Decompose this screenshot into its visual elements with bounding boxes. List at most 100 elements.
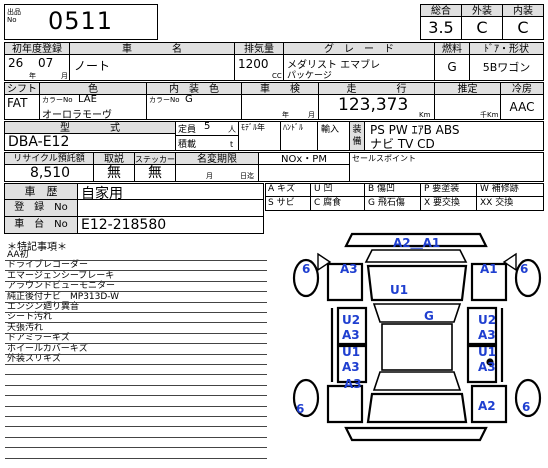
cc-value: 1200 [238,57,269,71]
legend-item: P 要塗装 [421,183,477,197]
legend-item: W 補修跡 [477,183,544,197]
reg-month-unit: 月 [61,72,68,80]
sales-point-label: セールスポイント [352,154,416,163]
legend-item: U 凹 [311,183,365,197]
chassis-label: 車 台 No [4,216,78,234]
ruled-line [5,353,267,355]
equipment-cell [364,121,544,151]
damage-diagram [292,232,542,442]
note-item: シート汚れ [7,312,53,323]
ruled-line [5,405,267,407]
manual-value: 無 [93,164,135,182]
ruled-line [5,364,267,365]
ruled-line [5,457,267,459]
model-value: DBA-E12 [8,134,70,150]
grade-line2: パッケージ [287,71,332,81]
legend-item: B 傷凹 [365,183,421,197]
mark-wheel-fr: 6 [520,262,529,276]
reg-month: 07 [38,56,54,70]
ruled-line [5,416,267,417]
note-item: アラウンドビューモニター [7,281,116,292]
capacity-label: 定員 [178,125,197,135]
legend-item: X 要交換 [421,197,477,211]
color-no: LAE [78,94,97,105]
ruled-line [5,436,267,438]
ruled-line [5,447,267,449]
legend-item: A キズ [265,183,311,197]
note-item: エンジン廻り異音 [7,302,80,313]
chassis-cell [77,216,264,234]
mark-wheel-fl: 6 [302,262,311,276]
cooling-value: AAC [500,94,544,120]
reg-no-label: 登 録 No [4,199,78,217]
interior-color-no-label: カラーNo [149,96,180,104]
note-item: エマージェンシーブレーキ [7,270,115,281]
chassis-value: E12-218580 [81,217,167,233]
ruled-line [5,426,267,428]
modelyear-label: ﾓﾃﾞﾙ年 [241,123,265,132]
mark-front-left-door: U2 [342,313,361,327]
mileage-value: 123,373 [338,95,409,115]
car-name: ノート [74,59,111,73]
legend-item: S サビ [265,197,311,211]
ruled-line [5,384,267,386]
lot-number: 0511 [48,7,114,35]
load-unit: t [230,140,234,149]
note-item: 天張汚れ [7,322,44,333]
ruled-line [5,280,267,282]
reg-no-cell [77,199,264,217]
shift-value: FAT [7,96,28,110]
mark-front-bumper: A2＿A1 [393,236,441,250]
score-value: 3.5 [420,16,462,40]
capacity-value: 5 [204,121,211,132]
nox-cell [258,164,350,182]
mark-front-right-door-b: A3 [478,328,496,342]
lot-number-box [4,4,158,40]
insp-year-unit: 年 [282,111,289,119]
ruled-line [5,374,267,376]
mark-wheel-rl: 6 [296,402,305,416]
estimate-unit: 千Km [480,111,499,119]
recycle-value: 8,510 [30,165,71,181]
km-unit: Km [419,111,431,119]
equipment-label-1: 装 [352,125,362,135]
exterior-grade: C [461,16,503,40]
mark-roof: G [424,309,434,323]
equipment-line2: ナビ TV CD [370,137,435,151]
legend-item: G 飛石傷 [365,197,421,211]
handle-label: ﾊﾝﾄﾞﾙ [283,123,303,132]
doors-value: 5Bワゴン [469,54,544,81]
note-item: AA初 [7,250,29,260]
mark-rear-right-door-b: A3 [478,360,496,374]
note-item: ドアミラーキズ [7,333,70,344]
grade-line1: メダリスト エマブレ [287,60,381,71]
mark-front-right-fender: A1 [480,262,498,276]
mark-rear-left-door: U1 [342,345,361,359]
deadline-day-unit: 日迄 [240,172,254,180]
color-no-label: カラーNo [42,96,73,104]
ruled-line [5,291,267,293]
mark-rear-right-door: U1 [478,345,497,359]
fuel-value: G [434,54,470,81]
ruled-line [5,322,267,324]
equipment-line1: PS PW ｴｱB ABS [370,123,460,137]
ruled-line [5,312,267,313]
sticker-value: 無 [134,164,176,182]
note-item: ドライブレコーダー [7,260,89,271]
mark-hood: U1 [390,283,409,297]
note-item: ホイールカバーキズ [7,343,88,354]
ruled-line [5,332,267,334]
notes-title: ＊特記事項＊ [7,242,67,253]
ruled-line [5,270,267,272]
equipment-label-cell: 装 備 [349,121,365,151]
ruled-line [5,260,267,261]
capacity-unit: 人 [228,125,236,134]
ruled-line [5,301,267,303]
color-name: オーロラモーヴ [42,110,112,121]
history-value: 自家用 [81,186,123,202]
reg-year-unit: 年 [29,72,36,80]
notes-list: AA初ドライブレコーダーエマージェンシーブレーキアラウンドビューモニター純正後付… [7,250,269,364]
history-label: 車 歴 [4,183,78,200]
